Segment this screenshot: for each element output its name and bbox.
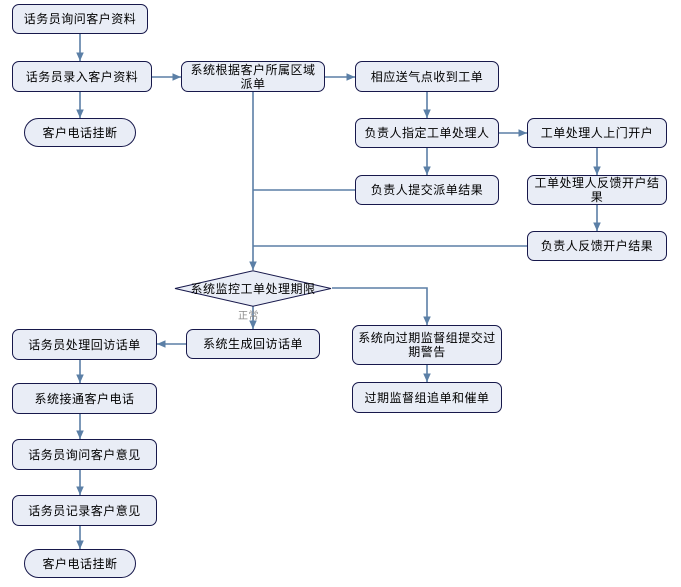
node-n4-label: 系统根据客户所属区域派单 [190, 62, 316, 91]
node-n1-label: 话务员询问客户资料 [23, 12, 137, 26]
node-n16[interactable]: 话务员记录客户意见 [12, 495, 157, 526]
node-n12-label: 系统生成回访话单 [202, 337, 303, 351]
node-n5[interactable]: 相应送气点收到工单 [355, 61, 499, 92]
node-n10[interactable]: 负责人反馈开户结果 [527, 231, 667, 261]
node-n10-label: 负责人反馈开户结果 [540, 239, 654, 253]
node-n5-label: 相应送气点收到工单 [370, 69, 484, 84]
node-n9[interactable]: 工单处理人反馈开户结果 [527, 175, 667, 205]
edge-decision-n18 [332, 287, 431, 325]
node-n8[interactable]: 工单处理人上门开户 [527, 118, 667, 148]
node-n11-decision[interactable]: 系统监控工单处理期限 [174, 270, 332, 307]
node-n4[interactable]: 系统根据客户所属区域派单 [181, 61, 325, 92]
node-n16-label: 话务员记录客户意见 [28, 503, 141, 518]
node-n3[interactable]: 客户电话挂断 [24, 118, 136, 147]
node-n18-label: 系统向过期监督组提交过期警告 [358, 331, 496, 359]
node-n17[interactable]: 客户电话挂断 [24, 549, 136, 578]
node-n19[interactable]: 过期监督组追单和催单 [352, 382, 502, 413]
node-n17-label: 客户电话挂断 [42, 556, 118, 571]
node-n11-label: 系统监控工单处理期限 [190, 282, 316, 296]
node-n15-label: 话务员询问客户意见 [28, 447, 141, 462]
node-n2[interactable]: 话务员录入客户资料 [12, 61, 152, 92]
node-n18[interactable]: 系统向过期监督组提交过期警告 [352, 325, 502, 365]
node-n13-label: 话务员处理回访话单 [28, 337, 141, 352]
node-n6-label: 负责人指定工单处理人 [364, 126, 490, 140]
node-n1[interactable]: 话务员询问客户资料 [12, 4, 148, 34]
node-n12[interactable]: 系统生成回访话单 [186, 329, 320, 359]
node-n19-label: 过期监督组追单和催单 [364, 390, 490, 405]
node-n14-label: 系统接通客户电话 [34, 391, 135, 406]
node-n8-label: 工单处理人上门开户 [540, 126, 654, 140]
node-n3-label: 客户电话挂断 [42, 125, 118, 140]
node-n6[interactable]: 负责人指定工单处理人 [355, 118, 499, 148]
node-n14[interactable]: 系统接通客户电话 [12, 383, 157, 414]
node-n15[interactable]: 话务员询问客户意见 [12, 439, 157, 470]
node-n9-label: 工单处理人反馈开户结果 [534, 176, 660, 204]
node-n7[interactable]: 负责人提交派单结果 [355, 175, 499, 205]
decision-diamond-shape [174, 270, 332, 307]
node-n7-label: 负责人提交派单结果 [370, 183, 484, 197]
node-n2-label: 话务员录入客户资料 [25, 69, 139, 84]
edge-label-normal: 正常 [238, 311, 259, 322]
node-n13[interactable]: 话务员处理回访话单 [12, 329, 157, 360]
